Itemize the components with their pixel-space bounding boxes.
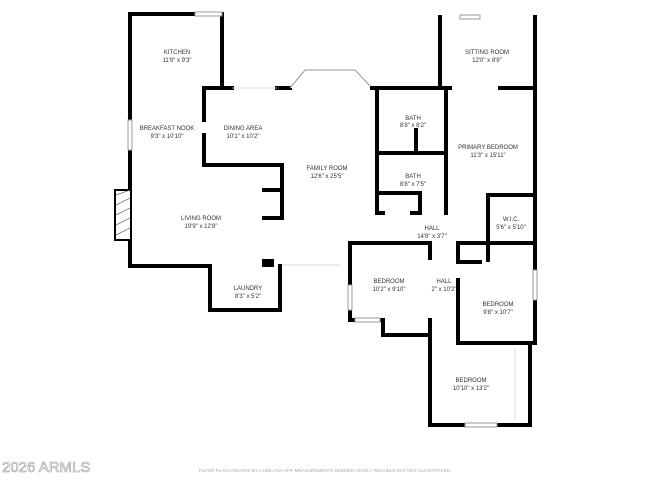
room-name-bath-2: BATH [405,174,421,180]
room-name-living-room: LIVING ROOM [181,216,221,222]
room-name-primary-bedroom: PRIMARY BEDROOM [458,145,518,151]
room-size-bath-2: 8'8" x 7'5" [400,182,426,188]
room-name-hall-2: HALL [436,279,452,285]
room-labels: KITCHEN 11'9" x 9'3" BREAKFAST NOOK 9'3"… [140,50,526,392]
room-size-bedroom-1: 10'2" x 9'10" [373,287,406,293]
room-size-kitchen: 11'9" x 9'3" [162,58,191,64]
walls [114,11,538,428]
room-size-hall-1: 14'8" x 3'7" [417,234,447,240]
room-name-bedroom-1: BEDROOM [373,279,404,285]
disclaimer: FLOOR PLAN CREATED BY CUBICASA APP. MEAS… [199,468,452,473]
room-name-bath-1: BATH [405,116,421,122]
room-name-wic: W.I.C. [503,217,520,223]
room-size-bedroom-2: 9'8" x 10'7" [483,310,513,316]
room-size-breakfast-nook: 9'3" x 10'10" [151,134,184,140]
watermark: 2026 ARMLS [2,459,90,476]
room-size-wic: 5'6" x 5'10" [496,225,526,231]
room-name-bedroom-2: BEDROOM [482,302,513,308]
room-size-living-room: 19'9" x 12'8" [185,224,218,230]
room-name-dining-area: DINING AREA [224,126,263,132]
room-name-bedroom-3: BEDROOM [455,378,486,384]
room-size-laundry: 8'3" x 5'2" [235,294,261,300]
room-name-family-room: FAMILY ROOM [306,166,347,172]
room-size-hall-2: 2" x 10'2" [431,287,456,293]
room-size-dining-area: 10'1" x 10'2" [227,134,260,140]
room-size-primary-bedroom: 11'3" x 15'11" [470,153,505,159]
room-name-kitchen: KITCHEN [164,50,190,56]
room-name-hall-1: HALL [424,226,440,232]
room-name-laundry: LAUNDRY [234,286,263,292]
room-size-family-room: 12'6" x 25'5" [311,174,344,180]
room-size-sitting-room: 12'0" x 8'9" [472,58,502,64]
room-size-bath-1: 8'8" x 8'2" [400,123,426,129]
room-size-bedroom-3: 10'10" x 13'2" [453,386,489,392]
room-name-sitting-room: SITTING ROOM [465,50,509,56]
room-name-breakfast-nook: BREAKFAST NOOK [140,126,195,132]
